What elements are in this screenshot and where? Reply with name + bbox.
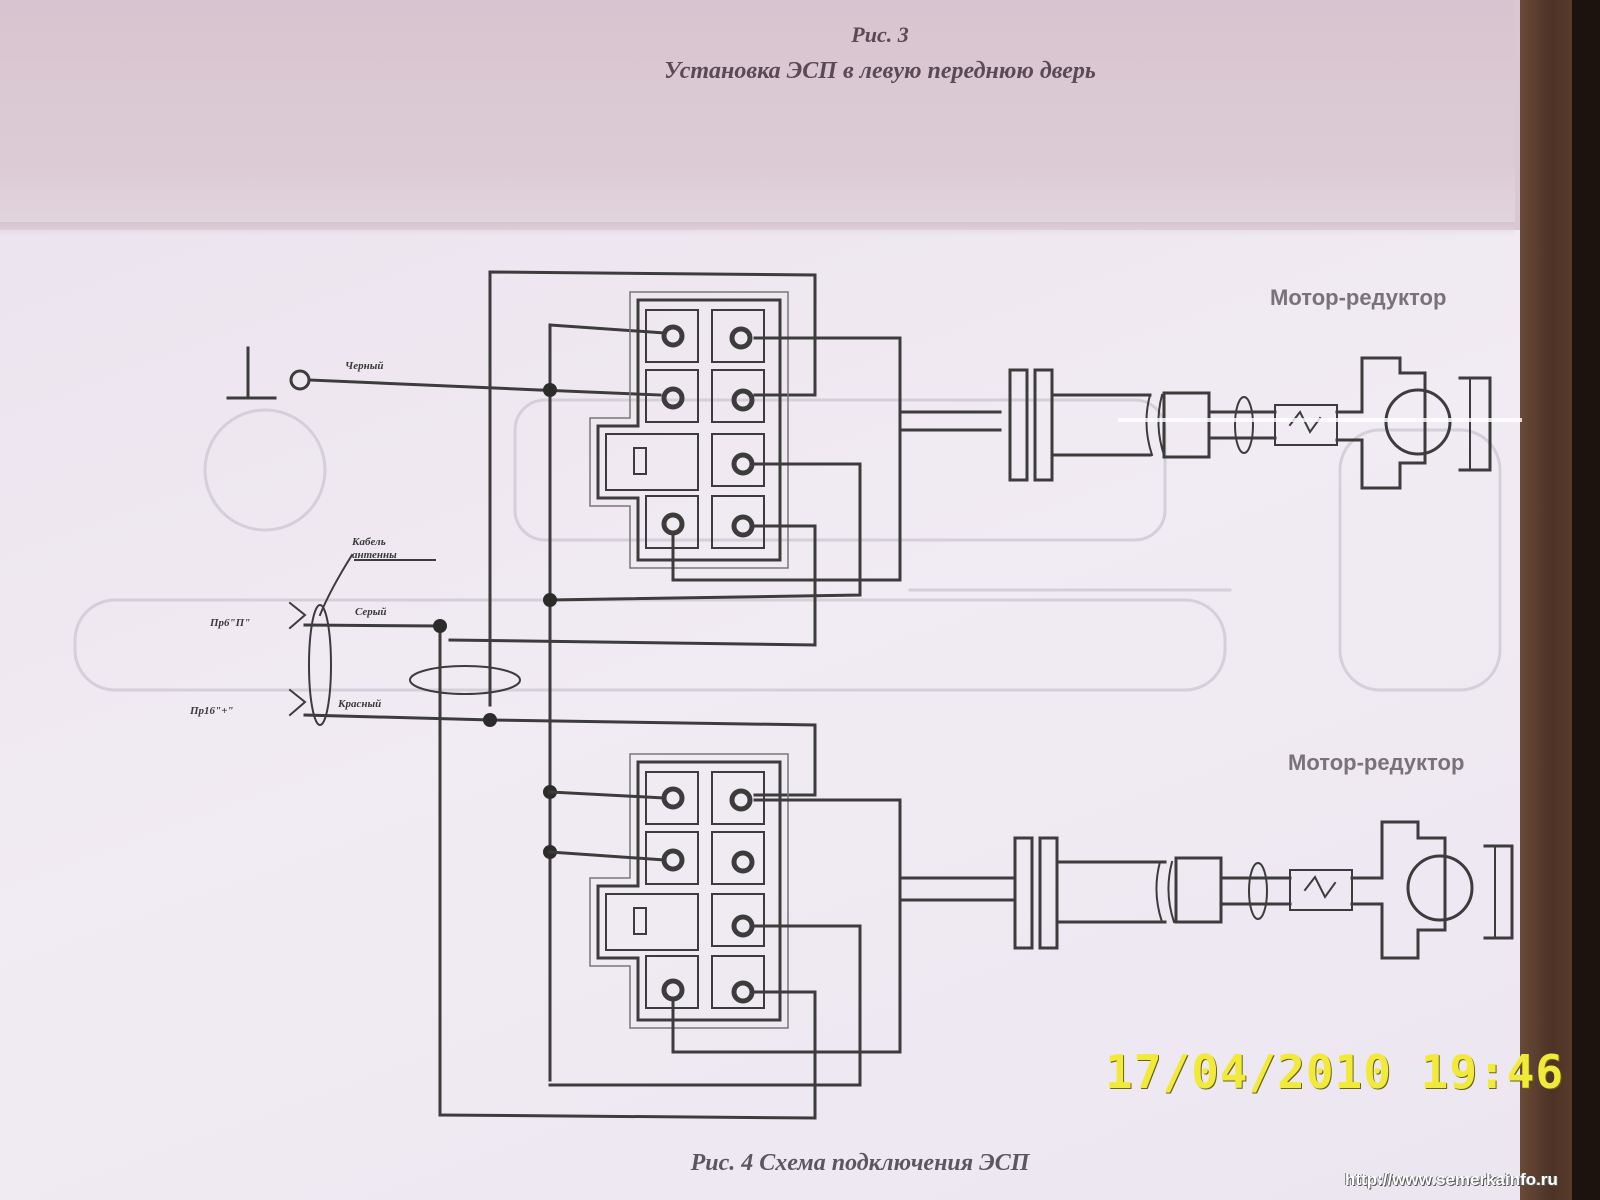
fuse-label-plus: Пр16"+" [190,705,234,717]
top-return-wire-3 [671,428,902,582]
bottom-connector-pins [661,786,755,1004]
wire-label-red: Красный [338,698,382,710]
cable-bundle [288,553,521,726]
junction-dots [433,383,557,859]
top-motor-wire-b [898,410,1002,432]
bus-branch-bottom-2 [548,850,667,862]
bottom-motor-assembly [1013,820,1514,960]
top-motor-assembly [1008,356,1492,490]
bus-wire-outer [488,270,817,707]
top-return-wire-1 [548,462,862,602]
figure4-caption: Рис. 4 Схема подключения ЭСП [690,1150,1030,1176]
bottom-motor-wire-b [898,876,1017,902]
figure3-caption: Установка ЭСП в левую переднюю дверь [664,58,1096,84]
wire-label-black: Черный [345,360,384,372]
bottom-return-wire-3 [671,898,902,1054]
bottom-motor-wire-a [753,798,1017,880]
motor-label-bottom: Мотор-редуктор [1288,750,1465,775]
figure3-number: Рис. 3 [851,22,909,47]
ground-symbol [226,346,277,400]
paper-main-section [0,230,1540,1200]
paper-fold [0,222,1515,236]
top-return-wire-2 [448,524,817,647]
top-motor-wire-a [753,336,1002,414]
black-wire [307,378,542,392]
photo-datestamp: 17/04/2010 19:46 [1105,1045,1565,1099]
red-wire-bus [488,718,817,797]
bus-branch-black [538,388,662,397]
grey-wire-return [438,1043,817,1120]
bus-branch-top [548,323,667,335]
wire-label-cable-antenna: антенны [352,549,397,561]
motor-label-top: Мотор-редуктор [1270,285,1447,310]
fuse-label-p: Пр6"П" [210,617,251,629]
ground-terminal [289,369,311,391]
wire-label-grey: Серый [355,606,387,618]
bottom-return-wire-1 [548,924,862,1087]
wooden-background-edge [1572,0,1600,1200]
top-connector-pins [661,324,755,538]
bus-branch-bottom-1 [548,790,667,800]
bottom-return-wire-2 [753,990,817,1047]
ghost-print [73,398,1502,692]
wire-label-cable: Кабель [352,536,386,548]
watermark-url: http://www.semerkainfo.ru [1345,1170,1558,1189]
paper-top-section [0,0,1515,235]
